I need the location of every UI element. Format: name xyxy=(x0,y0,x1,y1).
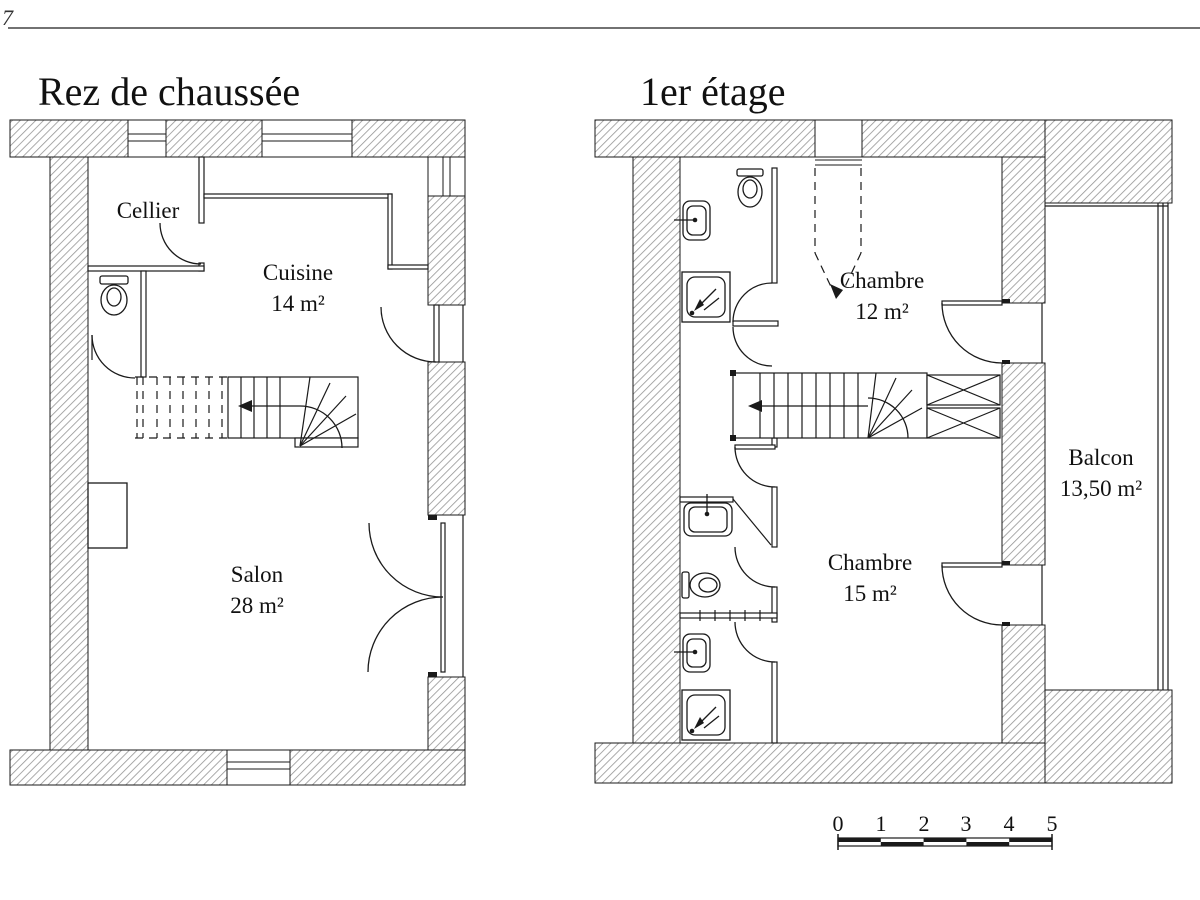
kitchen-wall-to-facade xyxy=(387,264,429,270)
kitchen-wall-vertical xyxy=(387,193,393,270)
shower-icon xyxy=(681,271,731,323)
door-leaf xyxy=(734,444,776,450)
french-door-arc-bottom xyxy=(367,596,444,673)
sink-icon xyxy=(674,633,711,673)
room-area-chambre15: 15 m² xyxy=(843,581,897,606)
room-label-salon: Salon xyxy=(231,562,284,587)
balcony-top-wall xyxy=(1044,119,1173,204)
wc-door-arc xyxy=(91,334,136,379)
hall-door-arc xyxy=(734,446,776,488)
kitchen-door-leaf xyxy=(433,304,440,363)
stair-direction-arrow xyxy=(748,400,762,412)
toilet-icon xyxy=(99,275,129,316)
room-label-cuisine: Cuisine xyxy=(263,260,333,285)
window-bottom xyxy=(226,749,291,786)
room-area-cuisine: 14 m² xyxy=(271,291,325,316)
toilet-icon xyxy=(736,168,764,208)
wall-right-lower xyxy=(1001,624,1046,744)
window-right-corner xyxy=(427,156,466,197)
partition xyxy=(771,486,778,548)
wall-right-upper xyxy=(1001,156,1046,304)
first-floor-stairs xyxy=(730,370,1001,441)
room-label-cellier: Cellier xyxy=(117,198,180,223)
ground-stairs xyxy=(135,376,359,449)
room-area-salon: 28 m² xyxy=(230,593,284,618)
door-arc xyxy=(941,302,1003,364)
scale-label-0: 0 xyxy=(833,811,844,836)
corner-mark: 7 xyxy=(2,5,14,30)
sink-icon xyxy=(674,200,711,241)
kitchen-door-arc xyxy=(380,306,437,363)
wall-left xyxy=(49,156,89,751)
wall-bottom xyxy=(594,742,1046,784)
door-jamb xyxy=(428,515,437,520)
door-leaf xyxy=(941,300,1003,306)
partition xyxy=(771,661,778,744)
room-label-chambre15: Chambre xyxy=(828,550,912,575)
toilet-icon xyxy=(681,571,721,599)
window-top-2 xyxy=(261,119,353,158)
door-jamb xyxy=(428,672,437,677)
first-floor-plan: 1er étage xyxy=(594,69,1173,784)
wall-right-upper xyxy=(427,195,466,306)
ticked-wall xyxy=(679,610,778,621)
room-label-chambre12: Chambre xyxy=(840,268,924,293)
scale-bar: 0 1 2 3 4 5 xyxy=(833,811,1058,850)
french-doors xyxy=(367,515,464,677)
bathroom-wall-stub xyxy=(732,320,779,327)
balcony-bottom-wall xyxy=(1044,689,1173,784)
winder-arc xyxy=(867,397,909,439)
balcony-door-chambre12 xyxy=(941,299,1043,364)
cellier-door-arc xyxy=(159,222,202,265)
door-leaf xyxy=(941,562,1003,568)
wc-door-arc xyxy=(734,546,776,588)
shower-icon xyxy=(681,689,731,741)
shower-room-door-arc xyxy=(734,621,776,663)
room-area-chambre12: 12 m² xyxy=(855,299,909,324)
stair-direction-arrow xyxy=(238,400,252,412)
ground-floor-plan: Rez de chaussée xyxy=(9,69,466,786)
sink-icon xyxy=(683,494,733,537)
scale-label-1: 1 xyxy=(876,811,887,836)
bathroom-door-arc xyxy=(732,282,773,323)
chimney-flue xyxy=(814,119,863,299)
room-label-balcon: Balcon xyxy=(1068,445,1134,470)
cellier-right-wall xyxy=(198,156,205,224)
stair-void-cross xyxy=(926,374,1001,439)
wall-left xyxy=(632,156,681,744)
door-arc xyxy=(941,564,1003,626)
window-top-1 xyxy=(127,119,167,158)
wall-right-mid xyxy=(427,361,466,516)
bathroom-partition xyxy=(771,167,778,284)
wc-partition xyxy=(140,270,147,378)
cellier-bottom-wall xyxy=(87,265,205,272)
scale-label-4: 4 xyxy=(1004,811,1015,836)
ground-floor-title: Rez de chaussée xyxy=(38,69,300,114)
scale-label-3: 3 xyxy=(961,811,972,836)
room-area-balcon: 13,50 m² xyxy=(1060,476,1142,501)
scale-label-5: 5 xyxy=(1047,811,1058,836)
balcony-door-chambre15 xyxy=(941,561,1043,626)
french-door-arc-top xyxy=(368,522,444,598)
scale-label-2: 2 xyxy=(919,811,930,836)
wall-right-lower xyxy=(427,676,466,751)
diagonal-wall xyxy=(732,498,772,546)
first-floor-title: 1er étage xyxy=(640,69,785,114)
flue-arrow xyxy=(830,284,843,299)
wall-right-mid xyxy=(1001,362,1046,566)
chimney-block xyxy=(87,482,128,549)
balcony xyxy=(1044,119,1173,784)
wall-top xyxy=(9,119,466,158)
winder-arc xyxy=(299,405,343,449)
landing-door-arc xyxy=(732,326,773,367)
kitchen-wall-horizontal xyxy=(203,193,393,199)
